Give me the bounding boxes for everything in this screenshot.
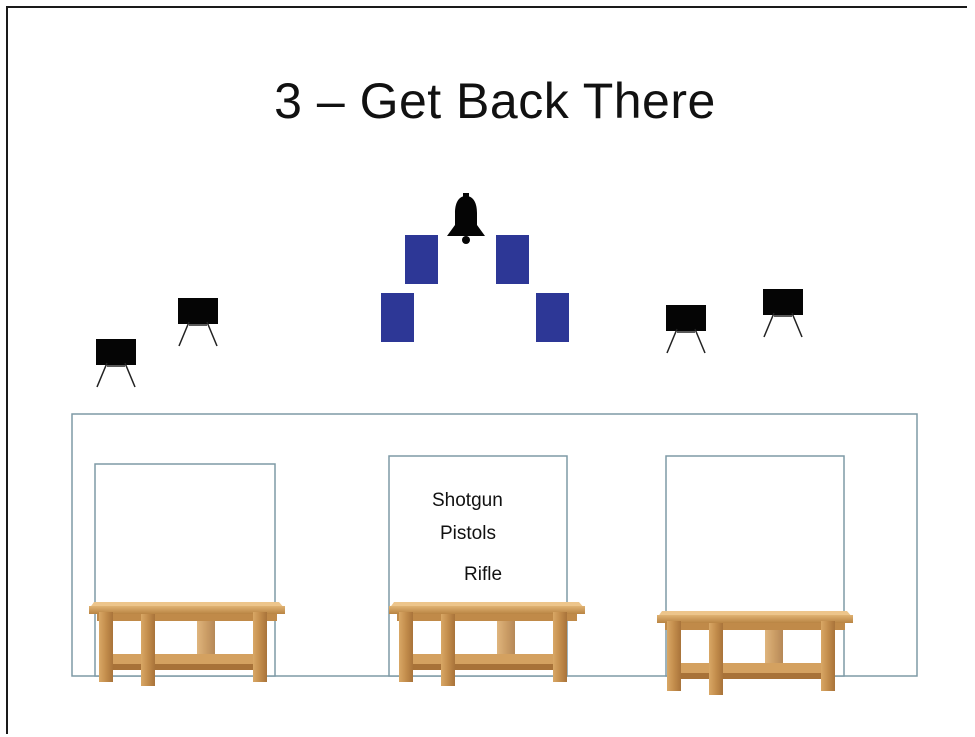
paper-target-icon	[381, 293, 414, 342]
bell-icon	[447, 193, 485, 244]
bay-item-shotgun: Shotgun	[432, 490, 503, 512]
bay-left	[95, 464, 275, 676]
paper-target-icon	[405, 235, 438, 284]
steel-target-icon	[178, 298, 218, 346]
steel-target-icon	[96, 339, 136, 387]
bay-right	[666, 456, 844, 676]
paper-target-icon	[536, 293, 569, 342]
bay-item-rifle: Rifle	[464, 564, 502, 586]
bay-item-pistols: Pistols	[440, 523, 496, 545]
steel-target-icon	[666, 305, 706, 353]
steel-target-icon	[763, 289, 803, 337]
paper-target-icon	[496, 235, 529, 284]
